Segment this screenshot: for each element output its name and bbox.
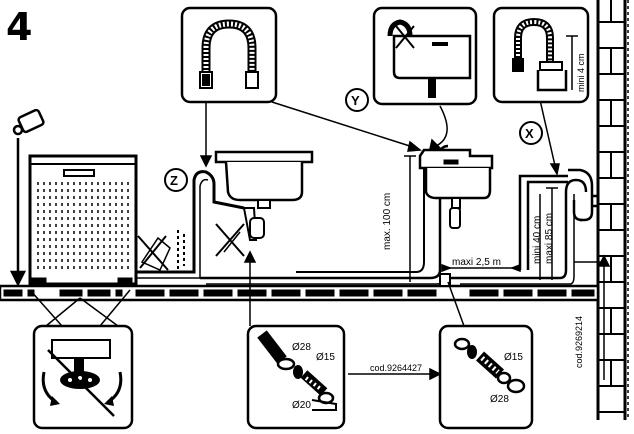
dishwasher [28, 154, 138, 287]
svg-text:Y: Y [351, 93, 360, 108]
diameter-28-left: Ø28 [292, 342, 311, 353]
kit-code-right: cod.9269214 [574, 316, 584, 368]
kitchen-sink [214, 150, 314, 241]
kit-code-left: cod.9264427 [370, 363, 422, 373]
callout-lines [29, 99, 611, 381]
marker-y: Y [345, 88, 369, 112]
dimension-lines [404, 155, 558, 287]
marker-z: Z [164, 168, 188, 192]
svg-text:Z: Z [170, 173, 178, 188]
floor [0, 284, 600, 302]
diameter-15-right: Ø15 [504, 352, 523, 363]
floor-hose [200, 144, 588, 285]
standpipe [518, 168, 598, 270]
detail-connector-kit-left: Ø28 Ø15 Ø20 [246, 324, 346, 430]
right-sink [418, 148, 494, 229]
detail-hose-bend [180, 6, 278, 104]
prohibited-drain-icon [137, 230, 185, 271]
mini-4-label: mini 4 cm [576, 53, 586, 92]
drain-hose [136, 170, 245, 279]
maxi-85-label: maxi 85 cm [544, 213, 555, 264]
detail-standpipe: mini 4 cm [492, 6, 590, 104]
brick-wall [596, 0, 629, 420]
water-tap-icon [9, 108, 45, 287]
svg-text:X: X [525, 126, 534, 141]
step-number: 4 [6, 5, 32, 49]
detail-hose-on-sink [372, 6, 478, 106]
marker-x: X [519, 121, 543, 145]
diameter-28-right: Ø28 [490, 394, 509, 405]
mini-40-label: mini 40 cm [532, 216, 543, 264]
detail-adjustable-feet [32, 324, 134, 430]
max-height-label: max. 100 cm [382, 193, 393, 250]
prohibited-drain-icon [215, 223, 245, 257]
maxi-length-label: maxi 2,5 m [452, 257, 501, 268]
diameter-20: Ø20 [292, 400, 311, 411]
diameter-15-left: Ø15 [316, 352, 335, 363]
detail-connector-kit-right: Ø15 Ø28 [438, 324, 534, 430]
